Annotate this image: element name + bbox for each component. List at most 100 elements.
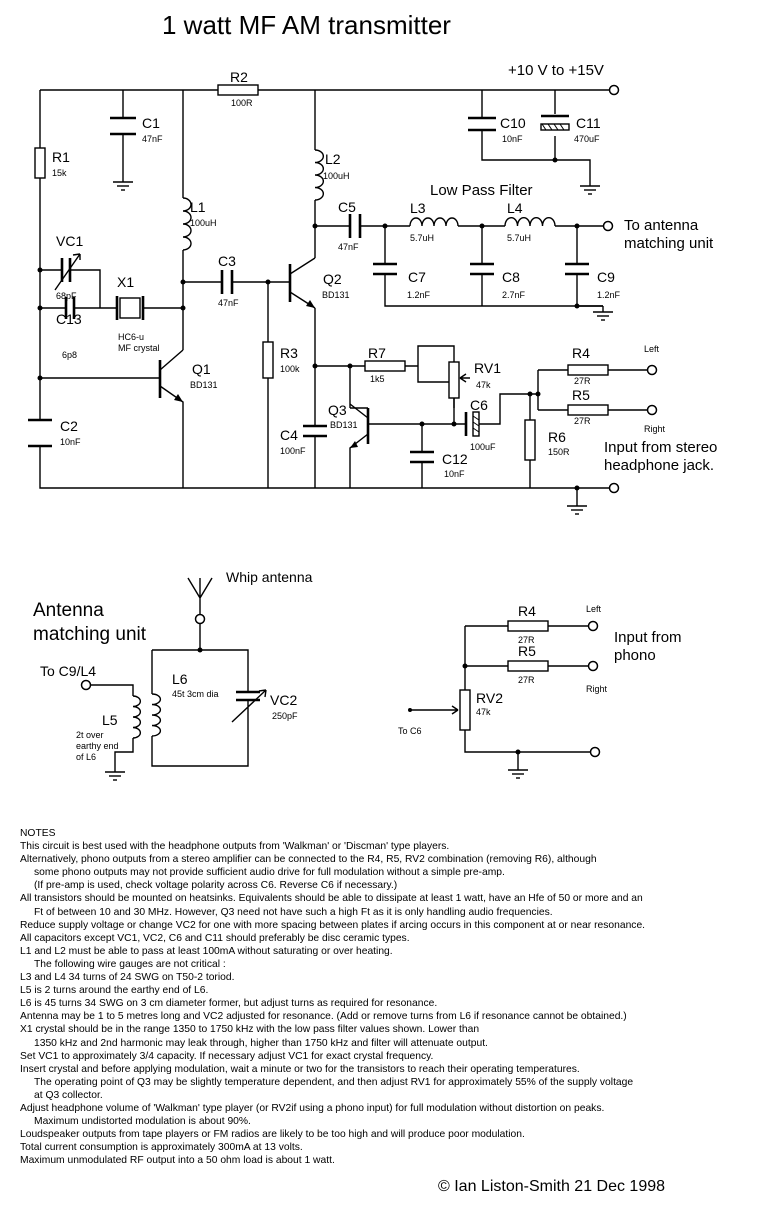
svg-text:5.7uH: 5.7uH bbox=[410, 233, 434, 243]
ground-terminal bbox=[608, 482, 620, 494]
note-line: 1350 kHz and 2nd harmonic may leak throu… bbox=[34, 1037, 488, 1049]
note-line: All transistors should be mounted on hea… bbox=[20, 893, 643, 905]
r5-resistor bbox=[567, 404, 609, 416]
svg-text:27R: 27R bbox=[574, 376, 591, 386]
svg-text:Q1: Q1 bbox=[192, 361, 211, 377]
svg-text:L1: L1 bbox=[190, 199, 206, 215]
svg-text:R5: R5 bbox=[572, 387, 590, 403]
svg-text:C1: C1 bbox=[142, 115, 160, 131]
note-line: Maximum unmodulated RF output into a 50 … bbox=[20, 1155, 335, 1167]
r4-resistor bbox=[567, 364, 609, 376]
l4-inductor bbox=[504, 217, 556, 227]
r3-resistor bbox=[262, 341, 274, 379]
svg-text:15k: 15k bbox=[52, 168, 67, 178]
svg-text:R4: R4 bbox=[572, 345, 590, 361]
note-line: Antenna may be 1 to 5 metres long and VC… bbox=[20, 1011, 627, 1023]
svg-text:L2: L2 bbox=[325, 151, 341, 167]
svg-text:6p8: 6p8 bbox=[62, 350, 77, 360]
rv2-potentiometer bbox=[459, 689, 471, 731]
note-line: (If pre-amp is used, check voltage polar… bbox=[34, 880, 398, 892]
svg-text:C11: C11 bbox=[576, 115, 601, 131]
note-line: at Q3 collector. bbox=[34, 1089, 103, 1101]
ground-symbol bbox=[566, 499, 588, 515]
note-line: Loudspeaker outputs from tape players or… bbox=[20, 1129, 525, 1141]
right-input-terminal bbox=[646, 404, 658, 416]
svg-text:Q2: Q2 bbox=[323, 271, 342, 287]
svg-text:R7: R7 bbox=[368, 345, 386, 361]
l5-inductor bbox=[132, 695, 141, 739]
svg-text:1.2nF: 1.2nF bbox=[407, 290, 431, 300]
svg-text:C10: C10 bbox=[500, 115, 526, 131]
svg-text:47k: 47k bbox=[476, 380, 491, 390]
svg-text:5.7uH: 5.7uH bbox=[507, 233, 531, 243]
note-line: The operating point of Q3 may be slightl… bbox=[34, 1076, 634, 1088]
svg-text:Right: Right bbox=[586, 684, 608, 694]
note-line: Total current consumption is approximate… bbox=[20, 1142, 303, 1154]
note-line: Reduce supply voltage or change VC2 for … bbox=[20, 919, 646, 931]
svg-text:VC1: VC1 bbox=[56, 233, 83, 249]
svg-text:10nF: 10nF bbox=[60, 437, 81, 447]
svg-text:150R: 150R bbox=[548, 447, 570, 457]
amu-title-2: matching unit bbox=[33, 624, 147, 645]
r6-resistor bbox=[524, 419, 536, 461]
svg-text:C6: C6 bbox=[470, 397, 488, 413]
svg-text:Left: Left bbox=[644, 344, 660, 354]
svg-text:C9: C9 bbox=[597, 269, 615, 285]
l6-inductor bbox=[151, 693, 162, 737]
svg-text:47nF: 47nF bbox=[218, 298, 239, 308]
note-line: L5 is 2 turns around the earthy end of L… bbox=[20, 985, 209, 997]
note-line: some phono outputs may not provide suffi… bbox=[34, 867, 505, 879]
note-line: X1 crystal should be in the range 1350 t… bbox=[20, 1024, 480, 1036]
svg-text:L6: L6 bbox=[172, 671, 188, 687]
ground-symbol bbox=[112, 175, 134, 191]
c3-capacitor bbox=[220, 270, 234, 294]
svg-text:27R: 27R bbox=[518, 675, 535, 685]
svg-text:C8: C8 bbox=[502, 269, 520, 285]
phono-r5-resistor bbox=[507, 660, 549, 672]
svg-text:To antenna: To antenna bbox=[624, 217, 699, 234]
svg-text:100nF: 100nF bbox=[280, 446, 306, 456]
svg-text:45t 3cm dia: 45t 3cm dia bbox=[172, 689, 219, 699]
supply-label: +10 V to +15V bbox=[508, 62, 604, 79]
svg-text:C5: C5 bbox=[338, 199, 356, 215]
c9-capacitor bbox=[565, 262, 589, 276]
svg-text:100k: 100k bbox=[280, 364, 300, 374]
svg-text:C2: C2 bbox=[60, 418, 78, 434]
note-line: Alternatively, phono outputs from a ster… bbox=[20, 854, 597, 866]
svg-text:47nF: 47nF bbox=[142, 134, 163, 144]
svg-text:C4: C4 bbox=[280, 427, 298, 443]
svg-text:X1: X1 bbox=[117, 274, 134, 290]
svg-text:1k5: 1k5 bbox=[370, 374, 385, 384]
note-line: Ft of between 10 and 30 MHz. However, Q3… bbox=[34, 906, 553, 918]
svg-text:C13: C13 bbox=[56, 311, 82, 327]
svg-text:HC6-u: HC6-u bbox=[118, 332, 144, 342]
svg-text:L4: L4 bbox=[507, 200, 523, 216]
svg-text:Right: Right bbox=[644, 424, 666, 434]
phono-input-network: R4 27R R5 27R Left Right RV2 47k To C6 I… bbox=[398, 603, 682, 779]
svg-text:MF crystal: MF crystal bbox=[118, 343, 160, 353]
svg-text:2.7nF: 2.7nF bbox=[502, 290, 526, 300]
c5-capacitor bbox=[348, 214, 362, 238]
svg-text:L5: L5 bbox=[102, 712, 118, 728]
svg-text:100uH: 100uH bbox=[323, 171, 350, 181]
r7-resistor bbox=[364, 360, 406, 372]
svg-text:250pF: 250pF bbox=[272, 711, 298, 721]
svg-text:R3: R3 bbox=[280, 345, 298, 361]
main-circuit: +10 V to +15V bbox=[28, 62, 658, 515]
l3-inductor bbox=[409, 217, 459, 227]
c2-capacitor bbox=[28, 418, 52, 448]
svg-text:C12: C12 bbox=[442, 451, 468, 467]
page-title: 1 watt MF AM transmitter bbox=[162, 10, 451, 40]
c10-capacitor bbox=[468, 116, 496, 132]
c4-capacitor bbox=[303, 424, 327, 438]
svg-text:phono: phono bbox=[614, 647, 656, 664]
r2-resistor bbox=[217, 84, 259, 96]
svg-text:VC2: VC2 bbox=[270, 692, 297, 708]
svg-text:headphone jack.: headphone jack. bbox=[604, 457, 714, 474]
svg-text:27R: 27R bbox=[574, 416, 591, 426]
svg-text:47nF: 47nF bbox=[338, 242, 359, 252]
note-line: L3 and L4 34 turns of 24 SWG on T50-2 to… bbox=[20, 972, 235, 984]
svg-text:68pF: 68pF bbox=[56, 291, 77, 301]
main-labels: R2 100R R1 15k C1 47nF VC1 68pF C13 6p8 … bbox=[52, 69, 717, 479]
svg-text:Input from: Input from bbox=[614, 629, 682, 646]
